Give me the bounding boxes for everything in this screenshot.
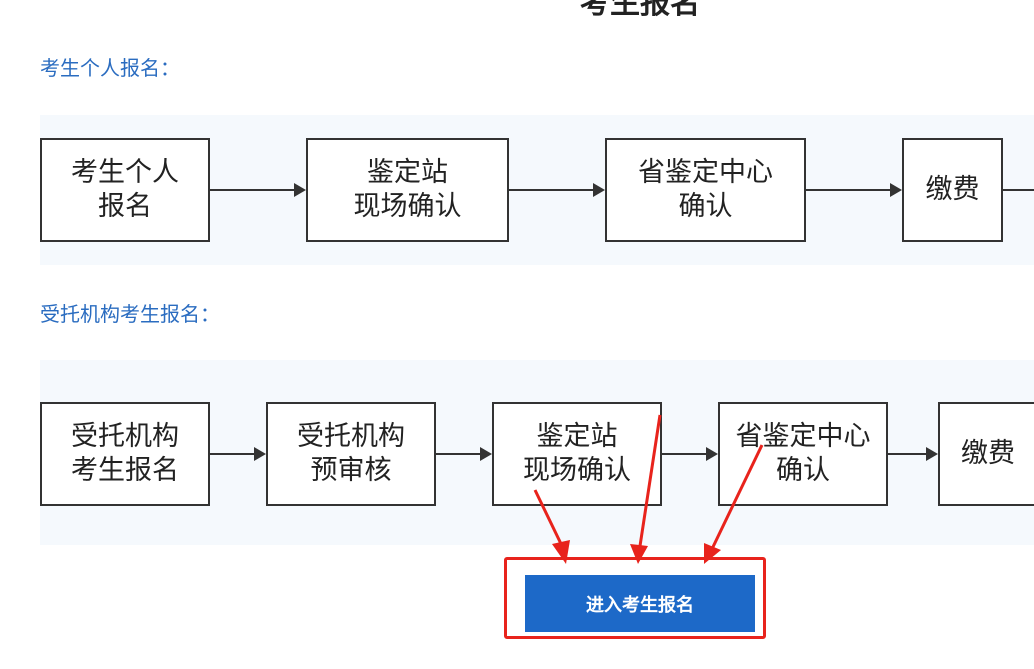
flow-arrow-icon <box>210 447 266 461</box>
step-station-confirm: 鉴定站 现场确认 <box>306 138 509 242</box>
flow-arrow-icon <box>888 447 938 461</box>
flow-arrow-icon <box>509 183 605 197</box>
step-provincial-confirm: 省鉴定中心 确认 <box>718 402 888 506</box>
step-provincial-confirm: 省鉴定中心 确认 <box>605 138 806 242</box>
page-title: 考生报名 <box>580 0 700 21</box>
step-payment: 缴费 <box>938 402 1034 506</box>
section-label-individual: 考生个人报名： <box>40 56 180 80</box>
highlight-frame <box>504 557 766 639</box>
step-station-confirm: 鉴定站 现场确认 <box>492 402 662 506</box>
enter-registration-button[interactable]: 进入考生报名 <box>525 575 755 632</box>
annotation-arrowhead-icon <box>630 544 648 564</box>
step-entrusted-apply: 受托机构 考生报名 <box>40 402 210 506</box>
step-individual-apply: 考生个人 报名 <box>40 138 210 242</box>
step-payment: 缴费 <box>902 138 1003 242</box>
flow-arrow-icon <box>436 447 492 461</box>
step-entrusted-review: 受托机构 预审核 <box>266 402 436 506</box>
annotation-arrow-icon <box>533 489 565 549</box>
annotation-arrow-icon <box>638 414 662 547</box>
annotation-arrow-icon <box>710 444 764 550</box>
flow-arrow-icon <box>1003 183 1034 197</box>
section-label-entrusted: 受托机构考生报名： <box>40 302 220 326</box>
flow-arrow-icon <box>662 447 718 461</box>
flow-arrow-icon <box>210 183 306 197</box>
flow-arrow-icon <box>806 183 902 197</box>
